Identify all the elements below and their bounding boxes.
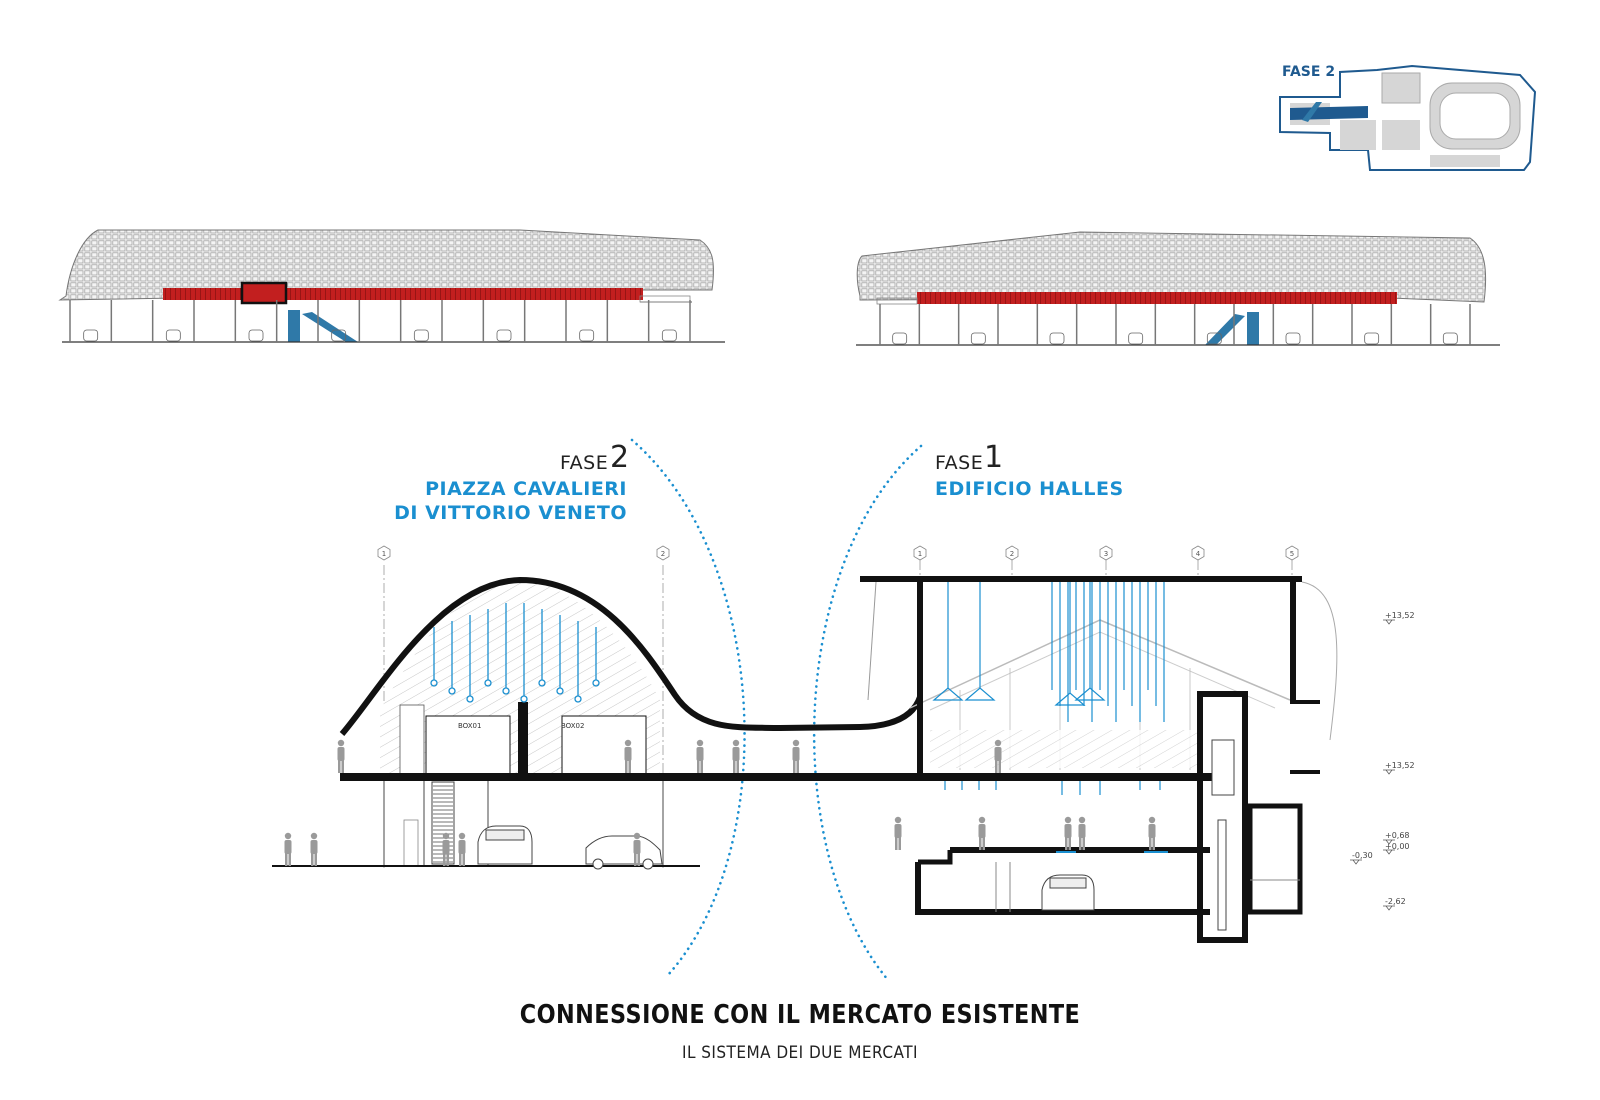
grid-axis-label: 1 xyxy=(918,550,922,558)
stair-blue-left xyxy=(288,310,300,342)
level-marks xyxy=(1350,619,1395,911)
phase-2-name-line2: DI VITTORIO VENETO xyxy=(394,502,627,524)
sheet-subtitle: IL SISTEMA DEI DUE MERCATI xyxy=(682,1043,918,1063)
grid-axis-label: 5 xyxy=(1290,550,1294,558)
level-label: +13,52 xyxy=(1385,761,1415,770)
level-label: +0,68 xyxy=(1385,831,1410,840)
slab-left xyxy=(340,773,1220,781)
key-plan xyxy=(1279,64,1537,171)
sheet-title: CONNESSIONE CON IL MERCATO ESISTENTE xyxy=(519,1000,1081,1030)
roof-curve-left xyxy=(339,576,923,736)
level-label: +0,00 xyxy=(1385,842,1410,851)
section-left-piazza: 1 2 BOX01 BOX02 xyxy=(272,545,1220,870)
phase-2-word: FASE xyxy=(560,452,609,474)
phase-2-name-line1: PIAZZA CAVALIERI xyxy=(425,478,627,500)
level-label: -2,62 xyxy=(1385,897,1406,906)
grid-axis-label: 3 xyxy=(1104,550,1108,558)
grid-axis-label: 1 xyxy=(382,550,386,558)
grid-axis-label: 4 xyxy=(1196,550,1201,558)
elevation-left xyxy=(58,229,725,343)
phase-1-name: EDIFICIO HALLES xyxy=(935,478,1124,500)
level-label: +13,52 xyxy=(1385,611,1415,620)
facade-left xyxy=(58,229,714,301)
elevation-right xyxy=(856,231,1500,346)
phase-1-number: 1 xyxy=(984,440,1004,475)
room-label-box02: BOX02 xyxy=(561,722,584,730)
separator-arc-left xyxy=(630,438,746,977)
stair-blue-right xyxy=(1247,312,1259,345)
room-label-box01: BOX01 xyxy=(458,722,481,730)
level-label: -0,30 xyxy=(1352,851,1373,860)
roof-slab-right xyxy=(860,576,1302,582)
facade-right xyxy=(856,231,1487,303)
grid-axis-bubbles-left: 1 2 xyxy=(377,545,670,561)
grid-axis-label: 2 xyxy=(661,550,665,558)
grid-axis-label: 2 xyxy=(1010,550,1014,558)
red-band-right xyxy=(917,292,1397,304)
phase-1-word: FASE xyxy=(935,452,984,474)
red-band-left xyxy=(163,288,643,300)
key-plan-label: FASE 2 xyxy=(1282,64,1335,80)
section-right-halles: 1 2 3 4 5 xyxy=(860,545,1395,943)
phase-2-number: 2 xyxy=(610,440,630,475)
